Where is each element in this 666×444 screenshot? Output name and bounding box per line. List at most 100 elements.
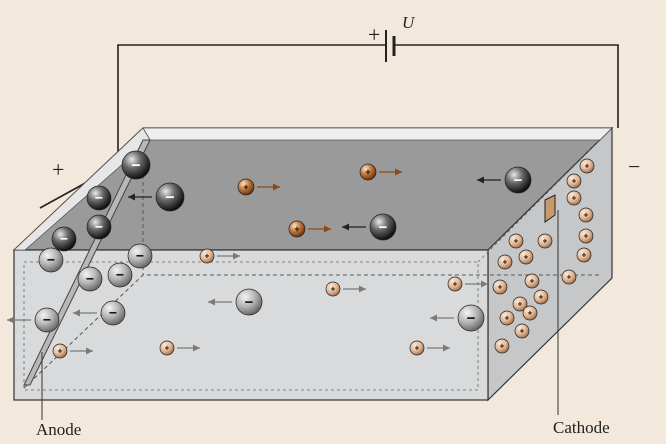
anion-ion — [100, 300, 126, 326]
anion-ion-symbol: − — [109, 305, 117, 321]
cation-ion-symbol: + — [294, 224, 299, 234]
anion-ion-symbol: − — [245, 294, 254, 311]
anion-ion — [155, 182, 185, 212]
cation-ion — [533, 289, 549, 305]
motion-arrow-head — [193, 344, 200, 352]
cation-ion-symbol: + — [415, 344, 420, 353]
cation-ion-symbol: + — [205, 252, 210, 261]
anion-ion — [504, 166, 532, 194]
anion-ion — [77, 266, 103, 292]
cation-ion — [561, 269, 577, 285]
cation-ion — [578, 228, 594, 244]
cation-ion-symbol: + — [528, 309, 533, 318]
cation-ion-symbol: + — [500, 342, 505, 351]
cation-ion-symbol: + — [584, 211, 589, 220]
motion-arrow-head — [324, 225, 331, 233]
anion-ion-symbol: − — [131, 157, 140, 174]
anode-label: Anode — [36, 420, 81, 439]
cation-ion-symbol: + — [572, 194, 577, 203]
anion-ion-symbol: − — [165, 189, 174, 206]
anion-ion — [34, 307, 60, 333]
cation-ion — [237, 178, 255, 196]
cation-ion-symbol: + — [498, 283, 503, 292]
cation-ion-symbol: + — [365, 167, 370, 177]
anion-ion — [121, 150, 151, 180]
cathode-plate — [544, 194, 556, 223]
voltage-label: U — [402, 13, 416, 32]
anion-ion — [127, 243, 153, 269]
cation-ion — [359, 163, 377, 181]
cation-ion — [492, 279, 508, 295]
anion-ion-symbol: − — [514, 172, 523, 189]
cation-ion-symbol: + — [514, 237, 519, 246]
motion-arrow-head — [86, 347, 93, 355]
anion-ion-symbol: − — [47, 252, 55, 268]
anion-ion-symbol: − — [467, 310, 476, 327]
anion-ion — [86, 185, 112, 211]
battery-plus-label: + — [368, 22, 380, 47]
cathode-label: Cathode — [553, 418, 610, 437]
cation-ion — [325, 281, 341, 297]
motion-arrow-head — [481, 280, 488, 288]
cation-ion-symbol: + — [572, 177, 577, 186]
cell-inner-outline — [23, 261, 479, 391]
cation-ion-symbol: + — [582, 251, 587, 260]
cell-inner-diagonal — [477, 139, 601, 263]
cation-ion-symbol: + — [524, 253, 529, 262]
cation-ion — [52, 343, 68, 359]
cation-ion — [566, 190, 582, 206]
cation-ion-symbol: + — [584, 232, 589, 241]
anion-ion-symbol: − — [136, 248, 144, 264]
cation-ion — [512, 296, 528, 312]
anion-ion-symbol: − — [116, 267, 124, 283]
cation-ion-symbol: + — [505, 314, 510, 323]
cation-ion-symbol: + — [530, 277, 535, 286]
cation-ion-symbol: + — [331, 285, 336, 294]
cation-ion — [499, 310, 515, 326]
cation-ion — [159, 340, 175, 356]
motion-arrow-head — [477, 176, 484, 184]
cation-ion — [576, 247, 592, 263]
cell-rim — [142, 127, 613, 141]
anion-ion — [235, 288, 263, 316]
cation-ion — [409, 340, 425, 356]
motion-arrow-head — [128, 193, 135, 201]
motion-arrow-head — [342, 223, 349, 231]
cation-ion — [537, 233, 553, 249]
cation-ion — [522, 305, 538, 321]
motion-arrow-head — [233, 252, 240, 260]
cation-ion — [514, 323, 530, 339]
cation-ion — [566, 173, 582, 189]
cation-ion-symbol: + — [543, 237, 548, 246]
cation-ion-symbol: + — [58, 347, 63, 356]
anode-sign: + — [52, 157, 64, 182]
motion-arrow-head — [443, 344, 450, 352]
cation-ion-symbol: + — [243, 182, 248, 192]
anion-ion — [369, 213, 397, 241]
cation-ion-symbol: + — [518, 300, 523, 309]
cation-ion-symbol: + — [539, 293, 544, 302]
anion-ion — [86, 214, 112, 240]
motion-arrow-head — [73, 309, 80, 317]
cation-ion — [508, 233, 524, 249]
cation-ion — [199, 248, 215, 264]
cation-ion-symbol: + — [585, 162, 590, 171]
cation-ion — [288, 220, 306, 238]
anion-ion-symbol: − — [95, 219, 103, 235]
cathode-sign: − — [628, 154, 640, 179]
cation-ion-symbol: + — [503, 258, 508, 267]
ions-layer: −−−−−−−−−−−−−−−+++++++++++++++++++++++++… — [7, 150, 595, 359]
anion-ion — [38, 247, 64, 273]
motion-arrow-head — [359, 285, 366, 293]
circuit-wire — [39, 44, 386, 209]
anion-ion-symbol: − — [95, 190, 103, 206]
cation-ion-symbol: + — [165, 344, 170, 353]
circuit-wire-right — [394, 44, 619, 128]
anion-ion-symbol: − — [60, 231, 68, 247]
anion-ion — [457, 304, 485, 332]
cell-rim-left — [12, 127, 151, 251]
motion-arrow-head — [7, 316, 14, 324]
anion-ion-symbol: − — [43, 312, 51, 328]
motion-arrow-head — [430, 314, 437, 322]
